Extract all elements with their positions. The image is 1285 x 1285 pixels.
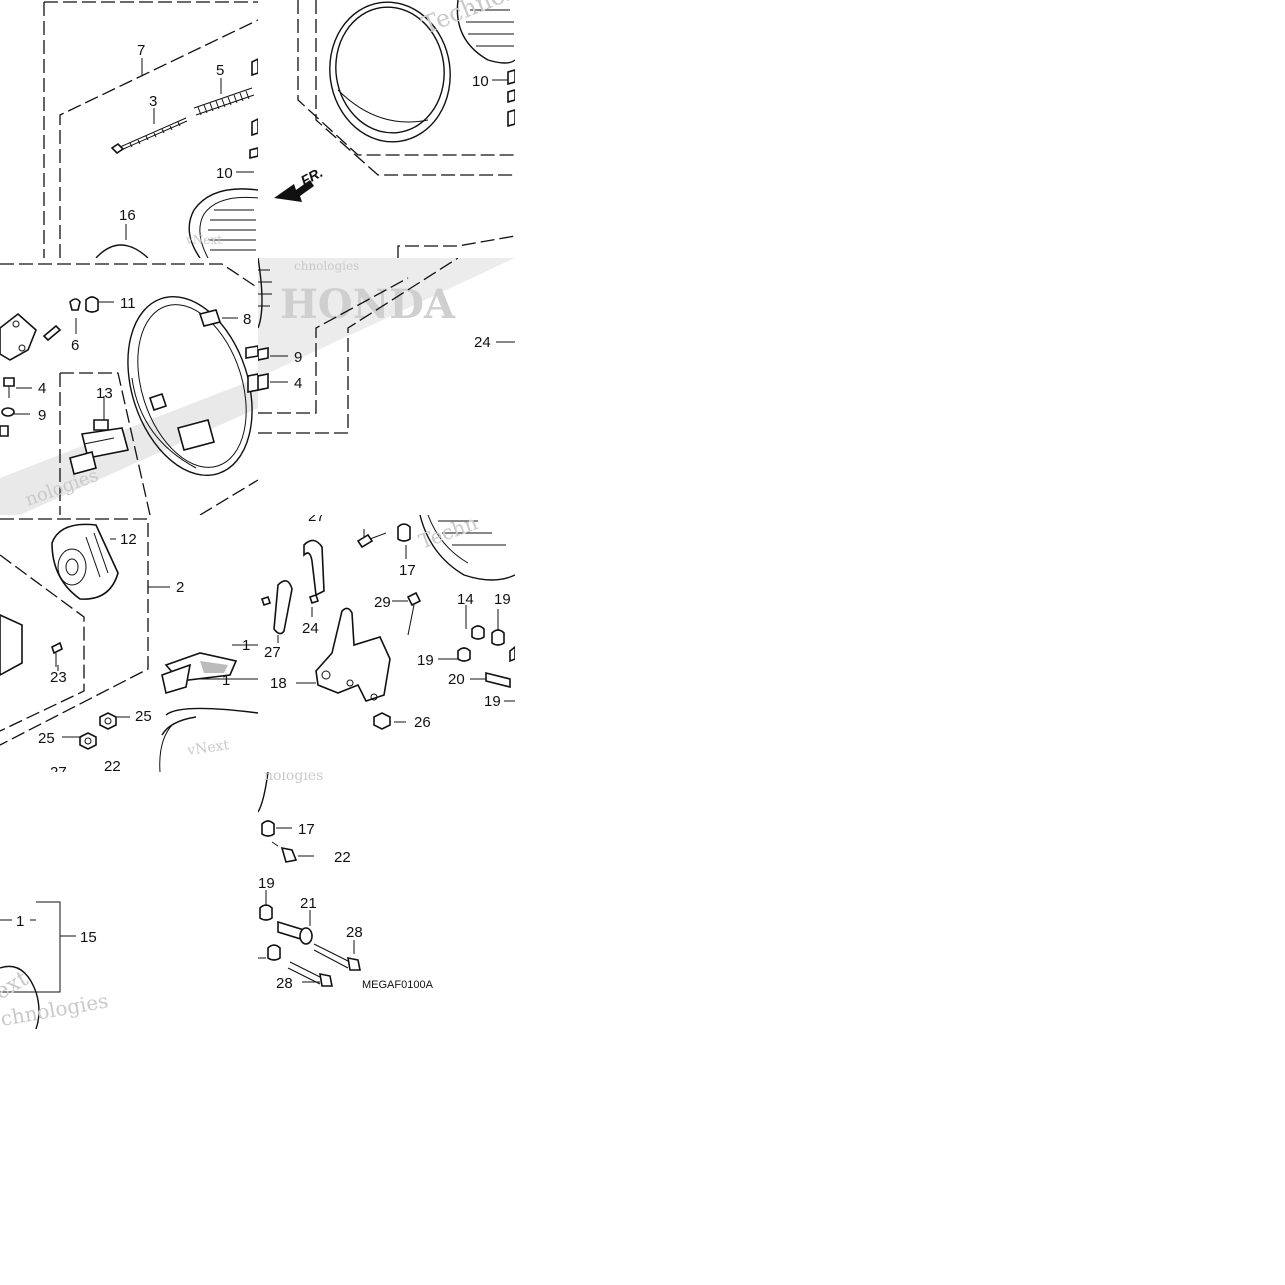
front-marker-label: FR. — [298, 164, 325, 189]
clamp-part — [273, 539, 325, 635]
lens-edge — [95, 244, 149, 258]
callout-label: 1 — [222, 672, 230, 689]
bracket-part — [0, 312, 37, 361]
diagram-tile-mounting-stay: 27 17 29 14 19 24 27 19 20 18 19 26 Tech… — [258, 515, 515, 772]
callout-label: 4 — [38, 380, 46, 397]
bolt-part — [110, 117, 188, 155]
callout-label: 25 — [135, 708, 152, 725]
diagram-tile-headlight-housing: 12 2 1 1 23 25 25 22 27 vNext — [0, 515, 258, 772]
diagram-tile-headlight-case: FR. 10 Technologies — [258, 0, 515, 258]
headlight-rim-part — [188, 188, 258, 258]
headlight-frame-part — [127, 295, 253, 477]
headlight-bulb-part — [69, 419, 129, 475]
spacer-part — [277, 920, 313, 945]
watermark: vNext — [185, 233, 222, 247]
callout-label: 19 — [484, 693, 501, 710]
headlight-case-ring-part — [329, 1, 451, 143]
diagram-tile-headlight-top: 7 5 3 10 16 vNext — [0, 0, 258, 258]
callout-label: 28 — [276, 975, 293, 992]
callout-label: 27 — [308, 515, 325, 525]
watermark: nologies — [264, 772, 323, 784]
callout-label: 1 — [16, 913, 24, 930]
callout-label: 18 — [270, 675, 287, 692]
callout-label: 9 — [294, 349, 302, 366]
diagram-tile-lens-assembly: 1 15 ext chnologies — [0, 772, 258, 1029]
callout-label: 17 — [298, 821, 315, 838]
nut-part — [79, 712, 117, 750]
callout-label: 2 — [176, 579, 184, 596]
callout-label: 24 — [474, 334, 491, 351]
callout-label: 22 — [104, 758, 121, 772]
callout-label: 11 — [120, 295, 136, 312]
callout-label: 8 — [243, 311, 251, 328]
callout-label: 6 — [71, 337, 79, 354]
callout-label: 20 — [448, 671, 465, 688]
callout-label: 16 — [119, 207, 136, 224]
callout-label: 21 — [300, 895, 317, 912]
front-direction-arrow: FR. — [274, 164, 325, 202]
callout-label: 15 — [80, 929, 97, 946]
callout-label: 1 — [242, 637, 250, 654]
callout-label: 9 — [38, 407, 46, 424]
callout-label: 3 — [149, 93, 157, 110]
callout-label: 13 — [96, 385, 113, 402]
watermark: chnologies — [294, 259, 359, 273]
callout-label: 23 — [50, 669, 67, 686]
callout-label: 28 — [346, 924, 363, 941]
socket-cover-part — [51, 523, 119, 600]
watermark: vNext — [185, 737, 230, 759]
callout-label: 12 — [120, 531, 137, 548]
callout-label: 5 — [216, 62, 224, 79]
callout-label: 19 — [258, 875, 275, 892]
callout-label: 29 — [374, 594, 391, 611]
callout-label: 4 — [294, 375, 302, 392]
long-bolt-part — [287, 943, 361, 987]
callout-label: 26 — [414, 714, 431, 731]
diagram-tile-bolts: 17 22 19 21 28 28 MEGAF0100A nologies — [258, 772, 515, 1029]
callout-label: 27 — [50, 764, 67, 772]
callout-label: 19 — [417, 652, 434, 669]
callout-label: 24 — [302, 620, 319, 637]
diagram-tile-headlight-bracket: 11 6 4 9 13 8 nologies — [0, 258, 258, 515]
callout-label: 27 — [264, 644, 281, 661]
stay-bracket-part — [315, 607, 391, 702]
callout-label: 22 — [334, 849, 351, 866]
callout-label: 25 — [38, 730, 55, 747]
drawing-code: MEGAF0100A — [362, 979, 434, 991]
honda-brand-watermark: HONDA — [280, 281, 456, 328]
callout-label: 19 — [494, 591, 511, 608]
spring-part — [193, 87, 255, 116]
callout-label: 7 — [137, 42, 145, 59]
diagram-tile-honda-watermark: HONDA 9 4 24 chnologies — [258, 258, 515, 515]
callout-label: 17 — [399, 562, 416, 579]
watermark: ext — [0, 966, 33, 1005]
callout-label: 10 — [216, 165, 233, 182]
callout-label: 10 — [472, 73, 489, 90]
callout-label: 14 — [457, 591, 474, 608]
